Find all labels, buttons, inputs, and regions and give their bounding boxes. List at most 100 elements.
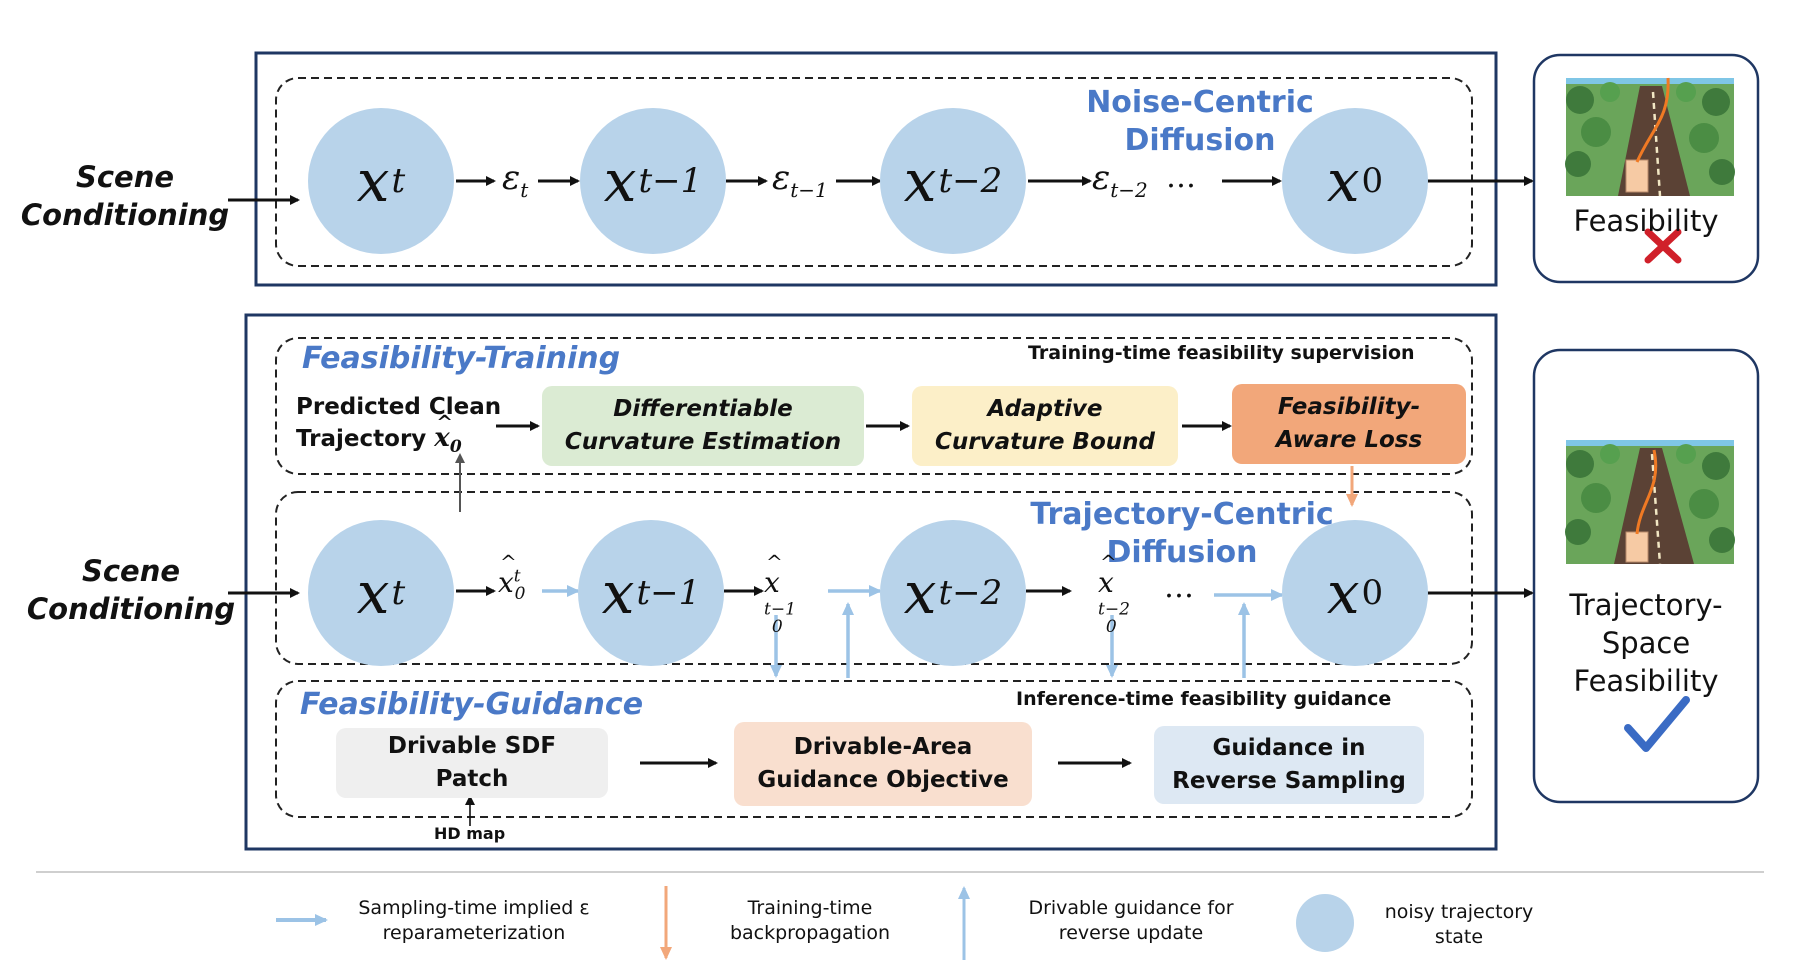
hd-map-label: HD map [434,824,506,843]
scene-line-1: Scene [81,554,181,588]
node-sub: 0 [1361,573,1384,613]
top-ellipsis: … [1166,160,1196,195]
bottom-frame [244,313,1498,851]
box-line-1: Differentiable [613,396,793,422]
result-line-3: Feasibility [1573,664,1719,698]
node-sub: 0 [1361,161,1384,201]
node-base: x [1326,559,1360,627]
scene-line-2: Conditioning [20,198,230,232]
top-frame [254,51,1498,287]
result-line-2: Space [1601,626,1691,660]
predicted-line-1: Predicted Clean [296,394,502,420]
node-base: x [603,147,637,215]
box-line-1: Guidance in [1212,735,1366,761]
box-line-1: Drivable SDF [387,733,557,759]
feasibility-training-title: Feasibility-Training [302,341,621,376]
trajectory-centric-title: Trajectory-Centric Diffusion [1022,496,1342,572]
box-line-2: Curvature Estimation [564,429,842,455]
eps-base: ε [1092,158,1111,198]
result-line-1: Trajectory- [1569,588,1723,622]
road-scene-icon [1565,440,1735,565]
title-line-2: Diffusion [1106,535,1258,570]
bottom-result-box [1532,348,1760,804]
node-sub: t [391,161,406,201]
hat-accent: ^ [436,410,454,434]
top-eps-t: εt [502,158,528,202]
node-sub: t−2 [938,161,1003,201]
node-sub: t−1 [636,573,701,613]
bottom-scene-conditioning: Scene Conditioning [26,552,236,628]
hat-accent: ^ [1100,550,1117,574]
eps-base: ε [502,158,521,198]
top-scene-conditioning: Scene Conditioning [20,158,230,234]
traj-ellipsis: … [1164,570,1194,605]
box-line-2: Aware Loss [1275,427,1423,453]
legend-node-circle [1296,894,1354,952]
legend-node: noisy trajectory state [1384,901,1534,948]
top-eps-t-1: εt−1 [772,158,828,202]
guidance-dashed-box [275,680,1473,818]
eps-sub: t−2 [1110,178,1148,202]
top-diffusion-dashed-box [275,77,1473,267]
traj-hat-x0-t-2: x^t−20 [1098,550,1130,637]
training-note: Training-time feasibility supervision [1028,342,1415,364]
box-line-2: Reverse Sampling [1172,768,1406,794]
title-line-2: Diffusion [1124,123,1276,158]
top-result-label: Feasibility [1573,204,1719,238]
predicted-line-2: Trajectory x^0 [296,410,501,463]
road-scene-icon [1565,77,1735,197]
node-sub: t−1 [638,161,703,201]
legend-guidance: Drivable guidance for reverse update [1028,897,1234,944]
legend-sampling: Sampling-time implied ε reparameterizati… [358,897,590,944]
training-dashed-box [275,337,1473,475]
title-line-1: Noise-Centric [1086,85,1314,120]
feasibility-guidance-title: Feasibility-Guidance [300,687,644,722]
hat-accent: ^ [500,550,517,574]
drivable-sdf-patch-box: Drivable SDF Patch [336,728,608,798]
guidance-note: Inference-time feasibility guidance [1016,688,1392,710]
box-line-1: Adaptive [987,396,1103,422]
eps-sub: t [520,178,529,202]
traj-hat-x0-t: x^t0 [498,550,526,604]
bottom-result-label: Trajectory- Space Feasibility [1534,586,1758,700]
title-line-1: Trajectory-Centric [1030,497,1334,532]
traj-hat-x0-t-1: x^t−10 [764,550,796,637]
node-base: x [1326,147,1360,215]
eps-sub: t−1 [790,178,828,202]
box-line-2: Guidance Objective [757,767,1009,793]
legend-training: Training-time backpropagation [729,897,891,944]
trajectory-diffusion-dashed-box [275,491,1473,665]
node-base: x [356,559,390,627]
scene-line-2: Conditioning [26,592,236,626]
node-sub: t [391,573,406,613]
top-result-box [1532,53,1760,284]
node-base: x [601,559,635,627]
feasibility-aware-loss-box: Feasibility- Aware Loss [1232,384,1466,464]
predicted-symbol: x^0 [434,410,461,457]
node-base: x [903,147,937,215]
eps-base: ε [772,158,791,198]
node-sub: t−2 [938,573,1003,613]
box-line-2: Curvature Bound [935,429,1155,455]
box-line-1: Feasibility- [1277,394,1421,420]
top-eps-t-2: εt−2 [1092,158,1148,202]
cross-icon [1644,228,1682,264]
hat-accent: ^ [766,550,783,574]
predicted-clean-trajectory: Predicted Clean Trajectory x^0 [296,392,501,463]
node-base: x [903,559,937,627]
box-line-2: Patch [435,766,509,792]
scene-line-1: Scene [75,160,175,194]
noise-centric-title: Noise-Centric Diffusion [1070,84,1330,160]
